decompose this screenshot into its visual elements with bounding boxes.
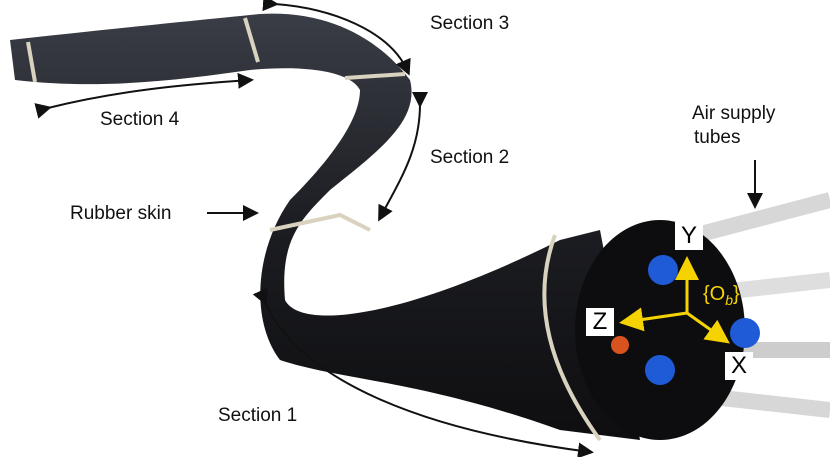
coordinate-frame-arrows — [619, 256, 730, 344]
blue-connectors — [611, 255, 760, 385]
robot-arm-body — [10, 13, 640, 440]
label-section-3: Section 3 — [430, 13, 510, 34]
label-air-supply-line1: Air supply — [692, 103, 776, 124]
label-section-2: Section 2 — [430, 147, 510, 168]
arm-base-opening — [575, 220, 745, 440]
label-section-4: Section 4 — [100, 109, 180, 130]
axis-label-z: Z — [586, 308, 614, 336]
frame-label-ob: {Ob} — [703, 283, 740, 308]
label-air-supply-line2: tubes — [694, 127, 741, 148]
axis-label-x: X — [725, 352, 753, 380]
label-rubber-skin: Rubber skin — [70, 203, 172, 224]
label-section-1: Section 1 — [218, 405, 298, 426]
section-arrows — [34, 0, 763, 457]
axis-label-y: Y — [675, 222, 703, 250]
